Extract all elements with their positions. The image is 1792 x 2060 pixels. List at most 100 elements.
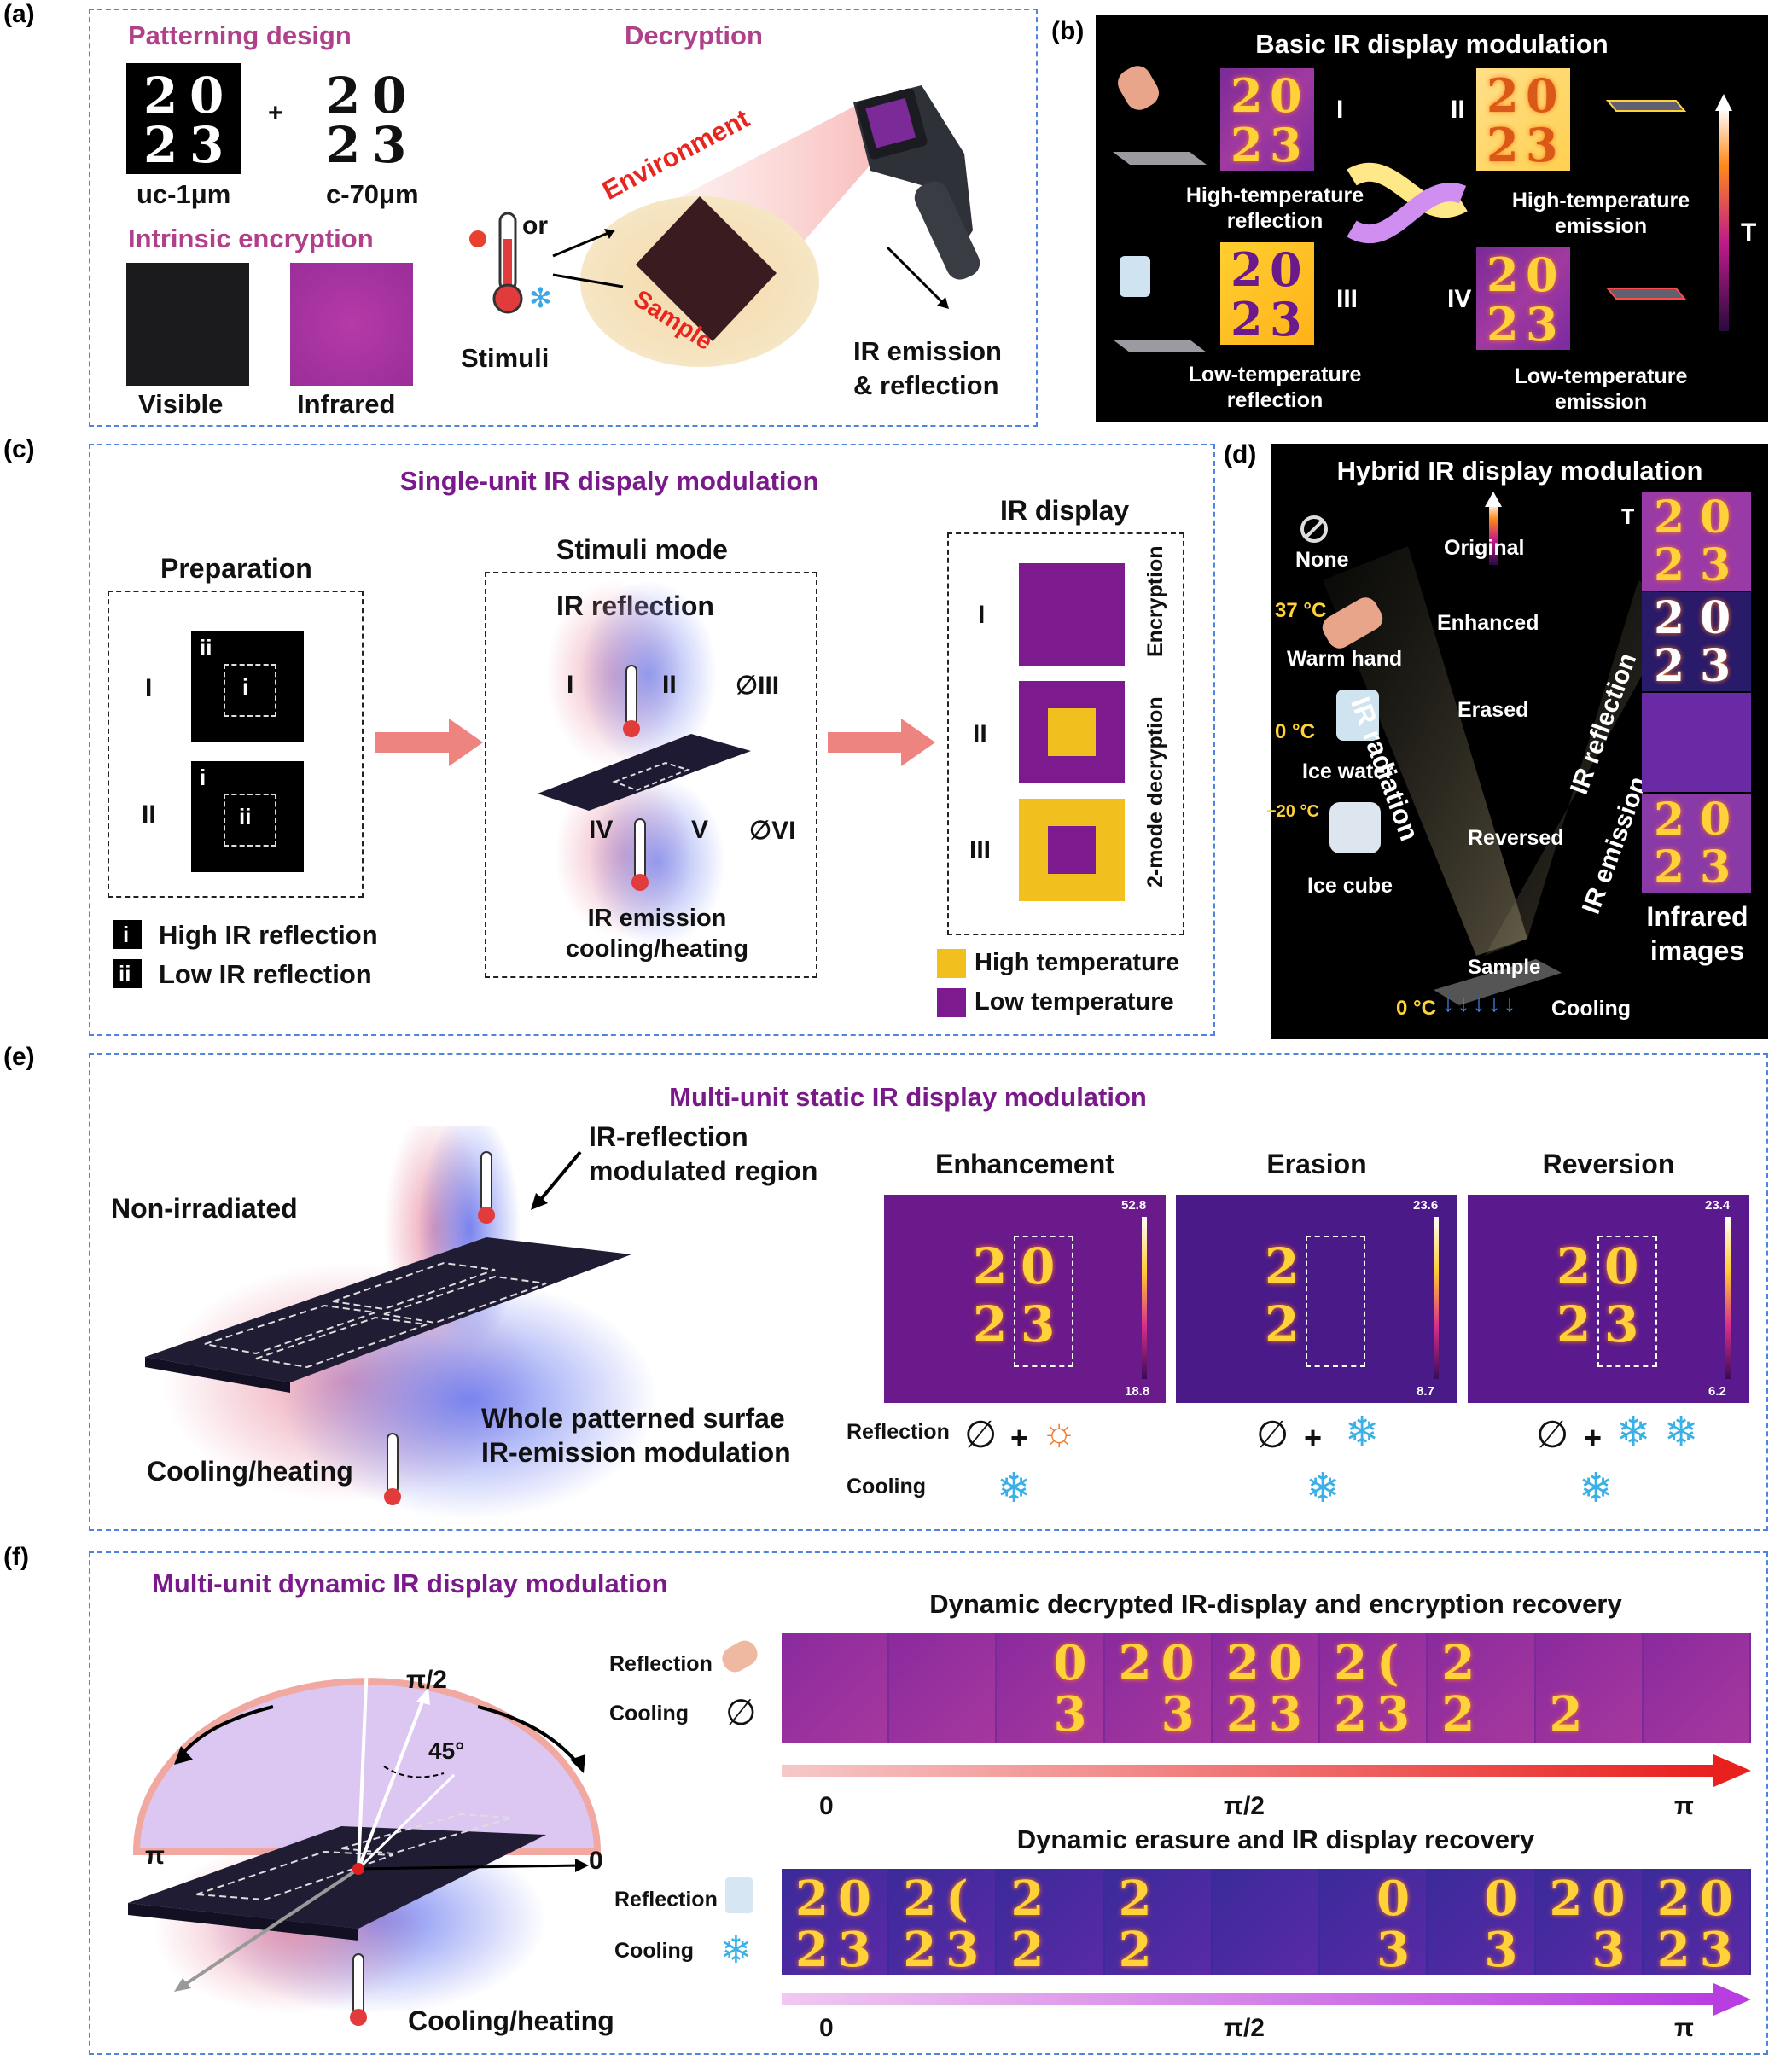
digit: 2 bbox=[1654, 539, 1685, 591]
digit: 2 bbox=[1654, 592, 1685, 644]
strip2-axis-arrow bbox=[782, 1983, 1751, 2016]
ir-image-low-emission: 2 0 2 3 bbox=[1476, 247, 1570, 350]
arrow-right-icon bbox=[375, 719, 483, 766]
panel-e-title: Multi-unit static IR display modulation bbox=[669, 1082, 1147, 1112]
legend-high-temperature-swatch bbox=[937, 949, 966, 978]
display-tile-encrypted bbox=[1019, 563, 1125, 666]
legend-key-text: i bbox=[123, 922, 130, 947]
roman-IV: IV bbox=[1447, 285, 1472, 313]
pattern-digit: 2 bbox=[143, 67, 178, 125]
snowflake-icon: ❄ bbox=[1345, 1410, 1380, 1455]
legend-low-ir-reflection: Low IR reflection bbox=[159, 959, 372, 989]
snowflake-icon: ❄ bbox=[1664, 1410, 1699, 1455]
digit: 0 bbox=[1021, 1237, 1056, 1295]
digit: 0 bbox=[1484, 1871, 1518, 1927]
cooling-heating-label: Cooling/heating bbox=[408, 2005, 614, 2036]
svg-text:✻: ✻ bbox=[529, 282, 552, 313]
thermometer-icon: ✻ bbox=[469, 212, 552, 314]
digit: 2 bbox=[973, 1237, 1008, 1295]
digit: 3 bbox=[1604, 1295, 1639, 1353]
inner-low-temperature bbox=[1048, 826, 1096, 874]
digit: 0 bbox=[1161, 1635, 1195, 1691]
none-label: None bbox=[1295, 548, 1349, 572]
ir-emission-label: IR emission bbox=[587, 905, 727, 932]
panel-c-title: Single-unit IR dispaly modulation bbox=[399, 466, 819, 496]
inner-region-label: ii bbox=[239, 804, 252, 829]
panel-d-graphics bbox=[1300, 492, 1681, 1005]
digit: 0 bbox=[1053, 1635, 1087, 1691]
plus-sign: + bbox=[1304, 1420, 1323, 1455]
colorbar-min: 8.7 bbox=[1417, 1384, 1434, 1399]
digit: 2 bbox=[1556, 1295, 1591, 1353]
empty-set-icon: ∅ bbox=[964, 1414, 998, 1456]
temperature-scale-label: T bbox=[1741, 218, 1757, 247]
intrinsic-encryption-title: Intrinsic encryption bbox=[128, 224, 374, 253]
digit: 2 bbox=[1656, 1922, 1690, 1975]
digit: 0 bbox=[1700, 592, 1731, 644]
ice-water-icon bbox=[725, 1877, 753, 1913]
strip2-cooling-label: Cooling bbox=[614, 1939, 695, 1963]
digit: 0 bbox=[1699, 1871, 1733, 1927]
non-irradiated-label: Non-irradiated bbox=[111, 1193, 298, 1224]
ir-image-title: Reversion bbox=[1542, 1149, 1675, 1179]
pattern-digit: 3 bbox=[189, 116, 224, 174]
arrow-right-icon bbox=[828, 719, 935, 766]
digit: 3 bbox=[1270, 118, 1302, 171]
digit: 3 bbox=[1376, 1686, 1411, 1743]
d-infrared-image bbox=[1642, 693, 1751, 792]
patterning-design-title: Patterning design bbox=[128, 20, 352, 50]
panel-a-frame bbox=[89, 9, 1038, 427]
warm-hand-label: Warm hand bbox=[1287, 647, 1403, 671]
digit: 3 bbox=[1270, 292, 1302, 345]
digit: 2 bbox=[1231, 292, 1263, 345]
legend-low-temperature-swatch bbox=[937, 988, 966, 1017]
ir-image-high-emission: 2 0 2 3 bbox=[1476, 68, 1570, 171]
pattern-digit: 2 bbox=[143, 116, 178, 174]
sample-label: Sample bbox=[1468, 956, 1541, 979]
empty-set-icon: ∅ bbox=[1536, 1414, 1569, 1456]
ice-cube-label: Ice cube bbox=[1307, 874, 1393, 898]
digit: 3 bbox=[1700, 841, 1731, 893]
pattern-digit: 3 bbox=[372, 116, 407, 174]
prep-tile-II: i ii bbox=[191, 761, 304, 872]
state-line: High-temperature bbox=[1185, 183, 1364, 207]
cooling-arrows-icon: ↓↓↓↓↓ bbox=[1442, 990, 1519, 1016]
display-row-I: I bbox=[978, 601, 986, 629]
strip2-reflection-label: Reflection bbox=[614, 1888, 718, 1912]
panel-e-frame bbox=[89, 1053, 1768, 1531]
stim-V: V bbox=[691, 816, 709, 844]
pattern-digit: 2 bbox=[326, 67, 361, 125]
legend-high-temperature: High temperature bbox=[975, 949, 1180, 976]
temp-0b-label: 0 °C bbox=[1396, 997, 1436, 1020]
strip2-axis-0: 0 bbox=[819, 2014, 834, 2042]
stim-III: ∅III bbox=[736, 672, 780, 700]
prep-row-I: I bbox=[145, 674, 153, 702]
two-mode-decryption-label: 2-mode decryption bbox=[1143, 696, 1167, 887]
encryption-label: Encryption bbox=[1143, 545, 1167, 657]
display-tile-decrypted-1 bbox=[1019, 681, 1125, 783]
colorbar-min: 18.8 bbox=[1125, 1384, 1150, 1399]
stimuli-mode-title: Stimuli mode bbox=[556, 534, 728, 565]
roman-I: I bbox=[1336, 96, 1344, 124]
uc-pattern-tile: 2 0 2 3 bbox=[126, 63, 241, 174]
display-row-III: III bbox=[969, 836, 992, 864]
empty-set-icon: ∅ bbox=[1256, 1414, 1289, 1456]
digit: 2 bbox=[1654, 841, 1685, 893]
state-line: Low-temperature bbox=[1514, 364, 1688, 388]
digit: 2 bbox=[1549, 1871, 1583, 1927]
digit: 3 bbox=[1021, 1295, 1056, 1353]
digit: 0 bbox=[1700, 492, 1731, 544]
panel-f-frame bbox=[89, 1551, 1768, 2055]
c-label: c-70μm bbox=[326, 179, 419, 209]
uc-label: uc-1μm bbox=[137, 179, 231, 209]
digit: 3 bbox=[838, 1922, 871, 1975]
stim-I: I bbox=[567, 671, 574, 699]
panel-d-label: (d) bbox=[1224, 440, 1257, 468]
